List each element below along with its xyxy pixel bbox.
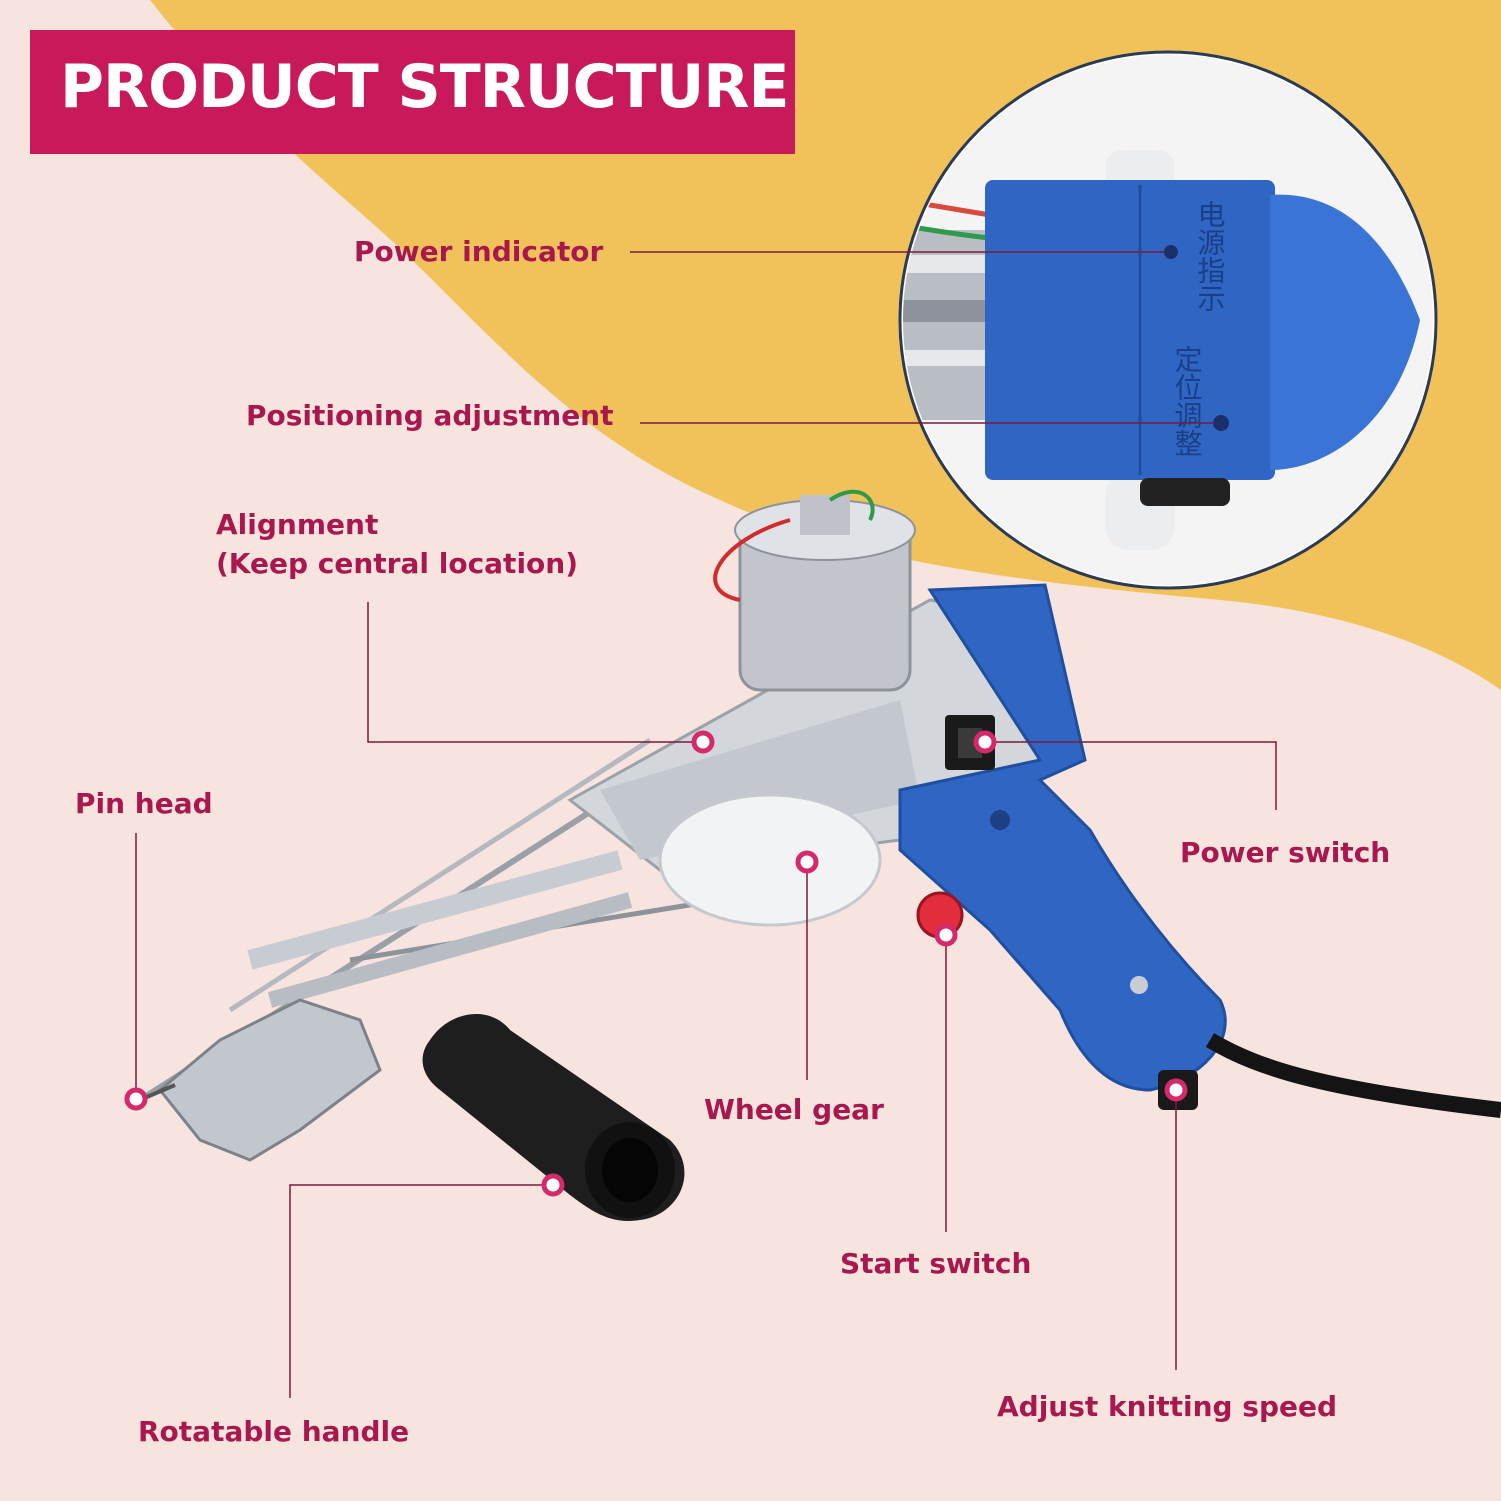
power-cable: [1205, 1033, 1501, 1118]
page-title: PRODUCT STRUCTURE: [60, 52, 789, 122]
start-switch-marker: [934, 923, 958, 947]
label-start-switch: Start switch: [840, 1247, 1032, 1280]
alignment-marker: [691, 730, 715, 754]
power-indicator-cn-text: 电源指示: [1194, 200, 1227, 312]
title-banner: [30, 30, 795, 154]
wheel-gear-marker: [795, 850, 819, 874]
power-switch-marker: [973, 730, 997, 754]
handle-marker: [541, 1173, 565, 1197]
pin-head-marker: [124, 1087, 148, 1111]
tufting-gun: [134, 489, 1501, 1221]
marker-dots: [124, 730, 1188, 1197]
inset-blue-housing: [985, 180, 1275, 480]
speed-marker: [1164, 1078, 1188, 1102]
inset-closeup: 电源指示 定位调整: [898, 50, 1438, 590]
label-power-indicator: Power indicator: [354, 235, 604, 268]
label-wheel-gear: Wheel gear: [704, 1093, 884, 1126]
label-power-switch: Power switch: [1180, 836, 1391, 869]
label-positioning-adjustment: Positioning adjustment: [246, 399, 614, 432]
wheel-gear-shape: [658, 793, 882, 927]
label-alignment: Alignment: [216, 508, 379, 541]
power-indicator-dot: [1164, 245, 1178, 259]
label-rotatable-handle: Rotatable handle: [138, 1415, 410, 1448]
label-adjust-knitting-speed: Adjust knitting speed: [997, 1390, 1338, 1423]
leader-lines: [135, 251, 1277, 1398]
positioning-cn-text: 定位调整: [1171, 345, 1204, 457]
positioning-adjustment-dot: [1213, 415, 1229, 431]
label-alignment-note: (Keep central location): [216, 547, 579, 580]
label-pin-head: Pin head: [75, 787, 213, 820]
